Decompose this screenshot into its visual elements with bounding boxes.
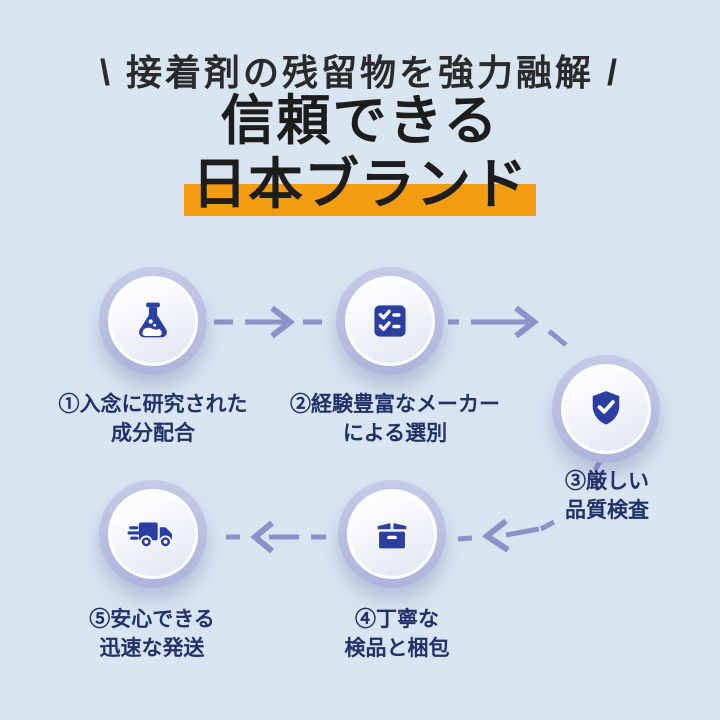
step-label-4-line2: 検品と梱包 [344, 637, 450, 660]
step-label-4-line1: ④丁寧な [355, 608, 439, 631]
step-circle-3-inner [561, 364, 651, 454]
step-circle-1 [99, 267, 207, 375]
arrow-step2-step3 [448, 305, 568, 347]
checklist-icon [374, 305, 406, 337]
tagline: \ 接着剤の残留物を強力融解 / [99, 52, 620, 93]
step-label-4: ④丁寧な 検品と梱包 [287, 605, 507, 663]
step-circle-4 [338, 480, 446, 588]
step-label-5-line2: 迅速な発送 [99, 637, 205, 660]
arrow-step1-step2 [214, 305, 322, 339]
step-label-1-line2: 成分配合 [111, 422, 195, 445]
step-label-2-line1: ②経験豊富なメーカー [290, 393, 500, 416]
step-circle-3 [552, 355, 660, 463]
step-circle-4-inner [347, 489, 437, 579]
step-circle-5-inner [108, 489, 198, 579]
page-title-line2-wrap: 日本ブランド [0, 152, 720, 216]
page-title-line2-highlighted: 日本ブランド [183, 152, 536, 216]
step-label-1: ①入念に研究された 成分配合 [13, 390, 293, 448]
flask-icon [139, 302, 167, 338]
step-circle-1-inner [108, 276, 198, 366]
step-label-5: ⑤安心できる 迅速な発送 [42, 605, 262, 663]
shield-check-icon [592, 391, 620, 425]
step-circle-2 [336, 267, 444, 375]
step-label-2: ②経験豊富なメーカー による選別 [255, 390, 535, 448]
step-label-2-line2: による選別 [342, 422, 448, 445]
box-icon [377, 523, 407, 549]
step-circle-2-inner [345, 276, 435, 366]
step-label-3-line2: 品質検査 [565, 499, 649, 522]
step-circle-5 [99, 480, 207, 588]
page-title-line1: 信頼できる [220, 91, 500, 151]
step-label-3: ③厳しい 品質検査 [527, 467, 687, 525]
step-label-1-line1: ①入念に研究された [58, 393, 248, 416]
step-label-5-line1: ⑤安心できる [89, 608, 215, 631]
arrow-step4-step5 [226, 520, 326, 554]
truck-icon [127, 522, 172, 549]
step-label-3-line1: ③厳しい [565, 470, 649, 493]
